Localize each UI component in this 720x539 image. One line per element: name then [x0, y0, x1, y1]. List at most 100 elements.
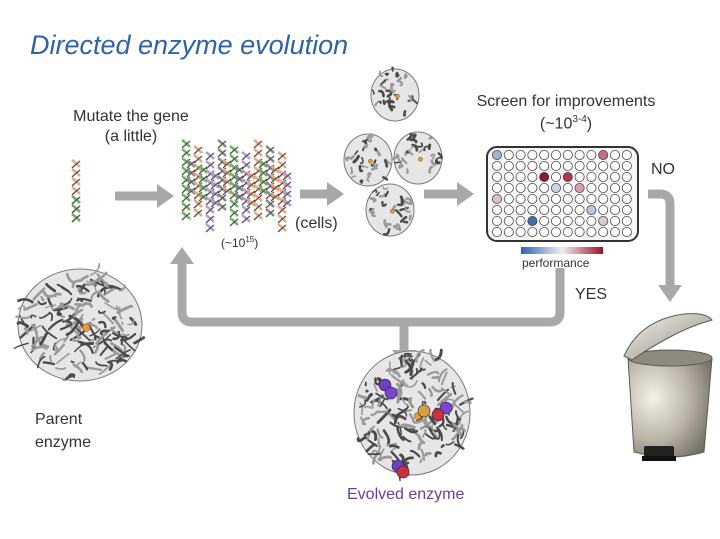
plate-well — [515, 149, 526, 160]
plate-well — [539, 193, 550, 204]
library-helix — [198, 165, 208, 202]
library-helix — [270, 165, 280, 202]
mutate-label-line1: Mutate the gene — [73, 108, 189, 125]
plate-well — [562, 204, 573, 215]
plate-well — [539, 215, 550, 226]
plate-well — [551, 171, 562, 182]
plate-well — [491, 204, 502, 215]
plate-well — [610, 193, 621, 204]
plate-well — [515, 182, 526, 193]
arrow-to-screen — [424, 182, 474, 206]
plate-well — [610, 149, 621, 160]
performance-colorbar — [521, 247, 603, 254]
plate-well — [539, 160, 550, 171]
plate-well — [527, 149, 538, 160]
plate-well — [503, 171, 514, 182]
evolved-enzyme-icon — [353, 348, 474, 482]
plate-well — [515, 226, 526, 237]
mutate-label-line2: (a little) — [104, 128, 158, 145]
library-helix — [277, 151, 287, 233]
plate-well — [621, 215, 632, 226]
plate-well — [586, 182, 597, 193]
plate-well — [527, 226, 538, 237]
screen-label-line1: Screen for improvements — [476, 93, 656, 110]
plate-well — [598, 204, 609, 215]
plate-well — [551, 149, 562, 160]
screen-count-exponent: 3-4 — [572, 114, 587, 125]
plate-well — [503, 193, 514, 204]
plate-well — [610, 204, 621, 215]
evolved-enzyme-label: Evolved enzyme — [347, 486, 465, 503]
plate-well — [574, 149, 585, 160]
yes-label: YES — [575, 286, 608, 303]
screen-label: Screen for improvements (~103-4) — [455, 93, 677, 133]
enzyme-copy-icon — [370, 66, 420, 122]
library-helix — [186, 159, 196, 196]
parent-enzyme-icon — [13, 262, 146, 382]
performance-label: performance — [522, 256, 590, 270]
plate-well — [598, 171, 609, 182]
expressed-enzymes-cluster — [343, 66, 443, 237]
plate-well — [562, 193, 573, 204]
plate-well — [598, 226, 609, 237]
mutant-library-dna-icon — [181, 139, 292, 233]
arrow-no-to-trash — [648, 189, 682, 302]
plate-well — [562, 182, 573, 193]
library-helix — [265, 145, 275, 218]
plate-well — [527, 160, 538, 171]
evolved-enzyme-structure — [353, 348, 474, 482]
library-helix — [282, 171, 292, 208]
plate-well — [586, 226, 597, 237]
mutate-label: Mutate the gene (a little) — [62, 108, 200, 146]
library-helix — [193, 145, 203, 218]
library-helix — [258, 159, 268, 196]
library-helix — [210, 171, 220, 208]
plate-well — [621, 193, 632, 204]
parent-enzyme-label-line2: enzyme — [35, 434, 92, 451]
plate-well — [491, 160, 502, 171]
plate-well — [491, 193, 502, 204]
plate-well — [503, 204, 514, 215]
plate-well — [551, 204, 562, 215]
plate-well — [621, 171, 632, 182]
plate-well — [562, 171, 573, 182]
screening-well-plate — [486, 146, 639, 242]
library-helix — [181, 139, 191, 221]
plate-well — [551, 226, 562, 237]
library-size-suffix: ) — [254, 236, 259, 250]
plate-well — [527, 171, 538, 182]
library-helix — [234, 165, 244, 202]
library-helix — [229, 145, 239, 227]
plate-well — [551, 193, 562, 204]
plate-well — [621, 226, 632, 237]
library-helix — [205, 151, 215, 233]
plate-well — [491, 182, 502, 193]
library-helix — [246, 171, 256, 208]
plate-well — [527, 193, 538, 204]
plate-well — [515, 215, 526, 226]
plate-well — [598, 149, 609, 160]
plate-well — [503, 215, 514, 226]
plate-well — [539, 226, 550, 237]
plate-well — [503, 182, 514, 193]
plate-well — [586, 171, 597, 182]
plate-well — [598, 193, 609, 204]
library-helix — [253, 139, 263, 221]
screen-count-prefix: (~10 — [539, 115, 573, 133]
plate-well — [539, 182, 550, 193]
plate-well — [491, 215, 502, 226]
plate-well — [621, 182, 632, 193]
plate-well — [515, 204, 526, 215]
library-helix — [217, 139, 227, 212]
plate-well — [574, 226, 585, 237]
plate-well — [610, 215, 621, 226]
plate-well — [610, 171, 621, 182]
library-size-label: (~1015) — [221, 235, 258, 250]
plate-well — [586, 193, 597, 204]
plate-well — [515, 160, 526, 171]
enzyme-copy-icon — [365, 183, 415, 237]
parent-enzyme-label: Parent enzyme — [35, 408, 91, 454]
plate-well — [562, 160, 573, 171]
arrow-yes-loop — [170, 247, 565, 367]
